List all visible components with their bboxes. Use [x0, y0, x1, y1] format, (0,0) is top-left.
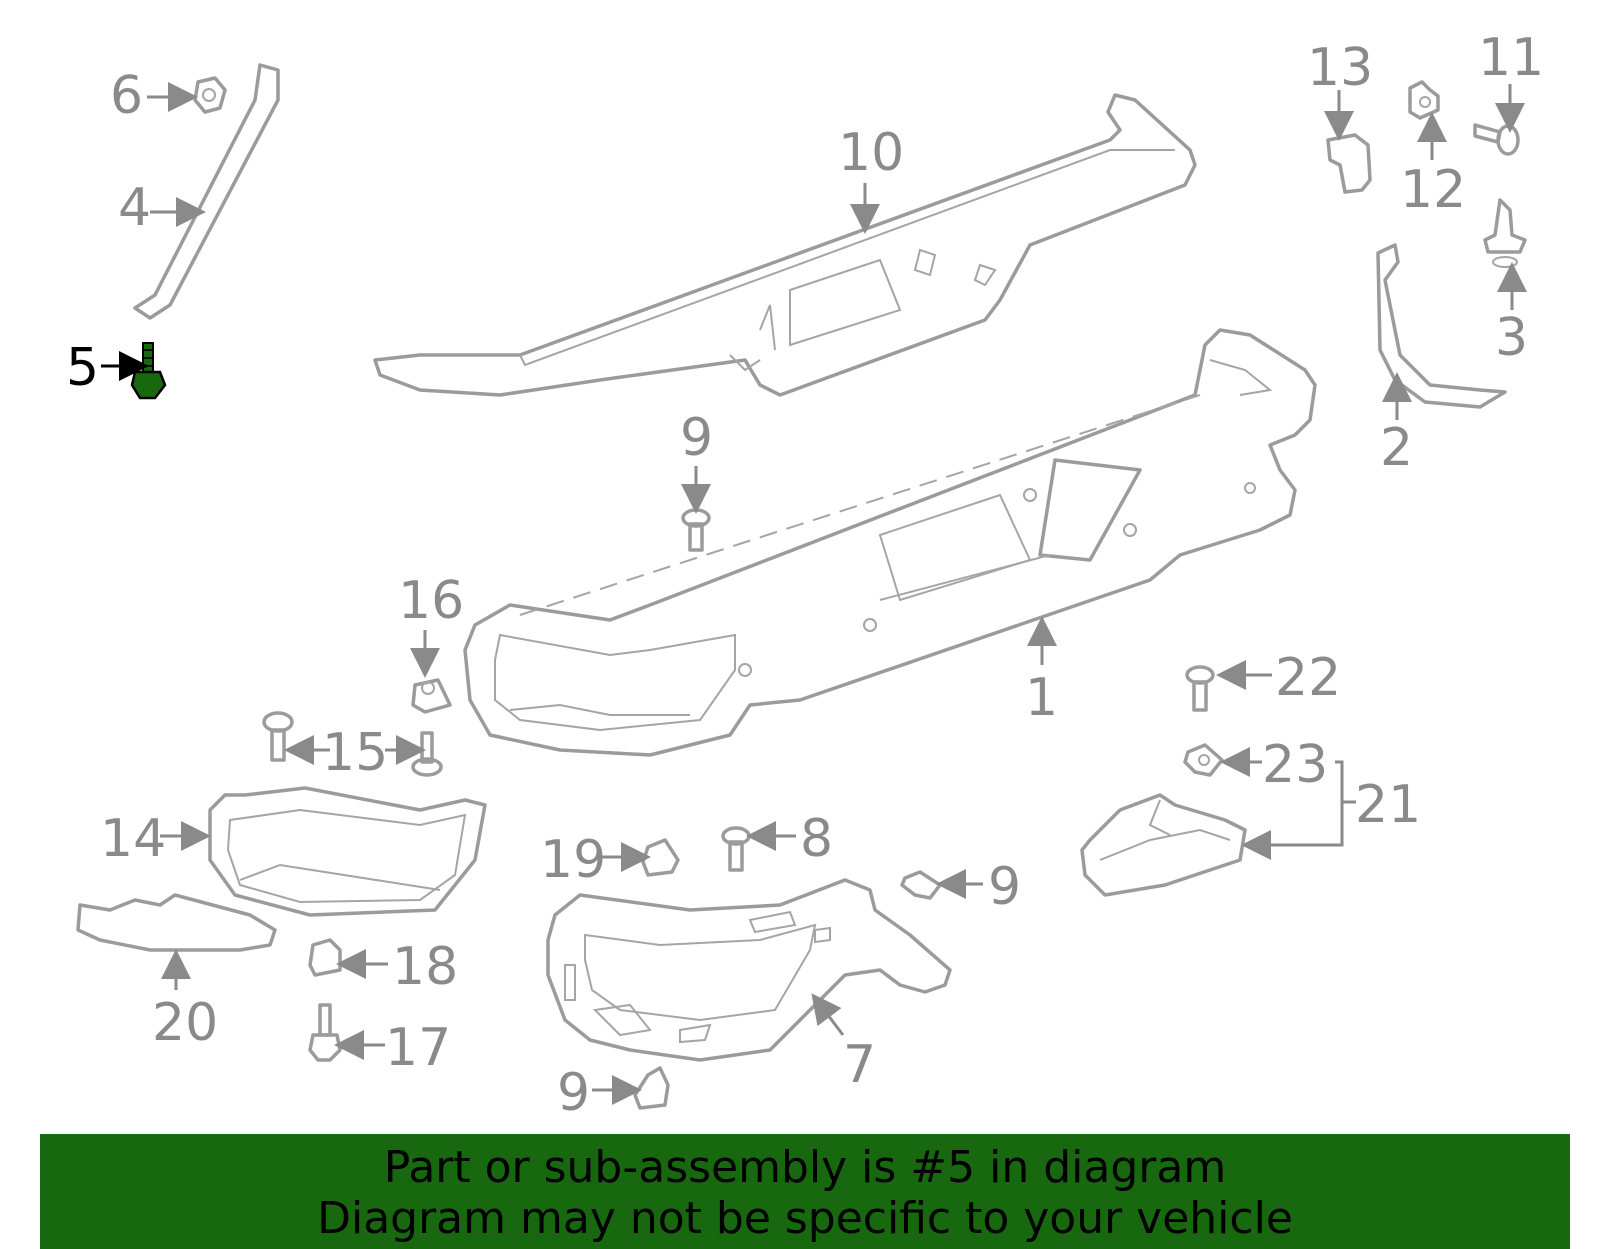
part-10-step-pad: [373, 93, 1197, 397]
part-6-nut: [193, 76, 227, 114]
label-7[interactable]: 7: [843, 1035, 876, 1095]
banner-line-2: Diagram may not be specific to your vehi…: [317, 1193, 1293, 1244]
part-11-screw: [1473, 123, 1520, 156]
banner-line-1: Part or sub-assembly is #5 in diagram: [383, 1142, 1227, 1193]
part-20-bracket: [76, 893, 277, 952]
part-4-strip: [133, 63, 280, 320]
label-6[interactable]: 6: [110, 66, 143, 126]
part-9-clip-bottom: [633, 1066, 670, 1110]
part-8-screw: [721, 826, 751, 872]
part-12-clip: [1408, 80, 1440, 120]
label-4[interactable]: 4: [118, 178, 151, 238]
info-banner: Part or sub-assembly is #5 in diagram Di…: [40, 1134, 1570, 1249]
part-3-clip: [1483, 198, 1527, 268]
label-18[interactable]: 18: [392, 937, 458, 997]
label-12[interactable]: 12: [1400, 160, 1466, 220]
label-10[interactable]: 10: [838, 123, 904, 183]
label-22[interactable]: 22: [1275, 648, 1341, 708]
label-1[interactable]: 1: [1025, 668, 1058, 728]
label-9-mid[interactable]: 9: [988, 857, 1021, 917]
label-17[interactable]: 17: [385, 1018, 451, 1078]
part-17-bolt: [308, 1003, 342, 1062]
label-5[interactable]: 5: [66, 338, 99, 398]
label-23[interactable]: 23: [1262, 735, 1328, 795]
part-18-nut: [308, 938, 342, 977]
part-14-housing: [208, 786, 487, 917]
part-7-valance: [546, 878, 952, 1062]
part-labels: 6 4 5 10 13 12 11 3 2 9 1 16 22 23 21 15…: [66, 28, 1544, 1123]
label-9-bottom[interactable]: 9: [557, 1063, 590, 1123]
label-13[interactable]: 13: [1307, 38, 1373, 98]
label-19[interactable]: 19: [540, 830, 606, 890]
label-21[interactable]: 21: [1355, 775, 1421, 835]
label-9-top[interactable]: 9: [680, 408, 713, 468]
part-9-clip-mid: [900, 870, 942, 900]
part-1-bumper: [463, 328, 1317, 757]
part-13-retainer: [1326, 133, 1372, 194]
label-8[interactable]: 8: [800, 809, 833, 869]
part-23-nut: [1183, 743, 1224, 777]
label-20[interactable]: 20: [152, 993, 218, 1053]
label-14[interactable]: 14: [100, 809, 166, 869]
label-16[interactable]: 16: [398, 571, 464, 631]
label-2[interactable]: 2: [1380, 418, 1413, 478]
label-11[interactable]: 11: [1478, 28, 1544, 88]
part-16-clip: [411, 678, 452, 714]
label-15[interactable]: 15: [322, 723, 388, 783]
part-5-bolt-highlighted[interactable]: [130, 342, 167, 400]
part-9-screw-top: [681, 508, 711, 552]
part-22-screw: [1185, 665, 1215, 712]
leader-lines: [101, 82, 1527, 1105]
part-19-clip: [641, 838, 680, 877]
label-3[interactable]: 3: [1495, 308, 1528, 368]
part-21-bracket: [1080, 793, 1247, 897]
